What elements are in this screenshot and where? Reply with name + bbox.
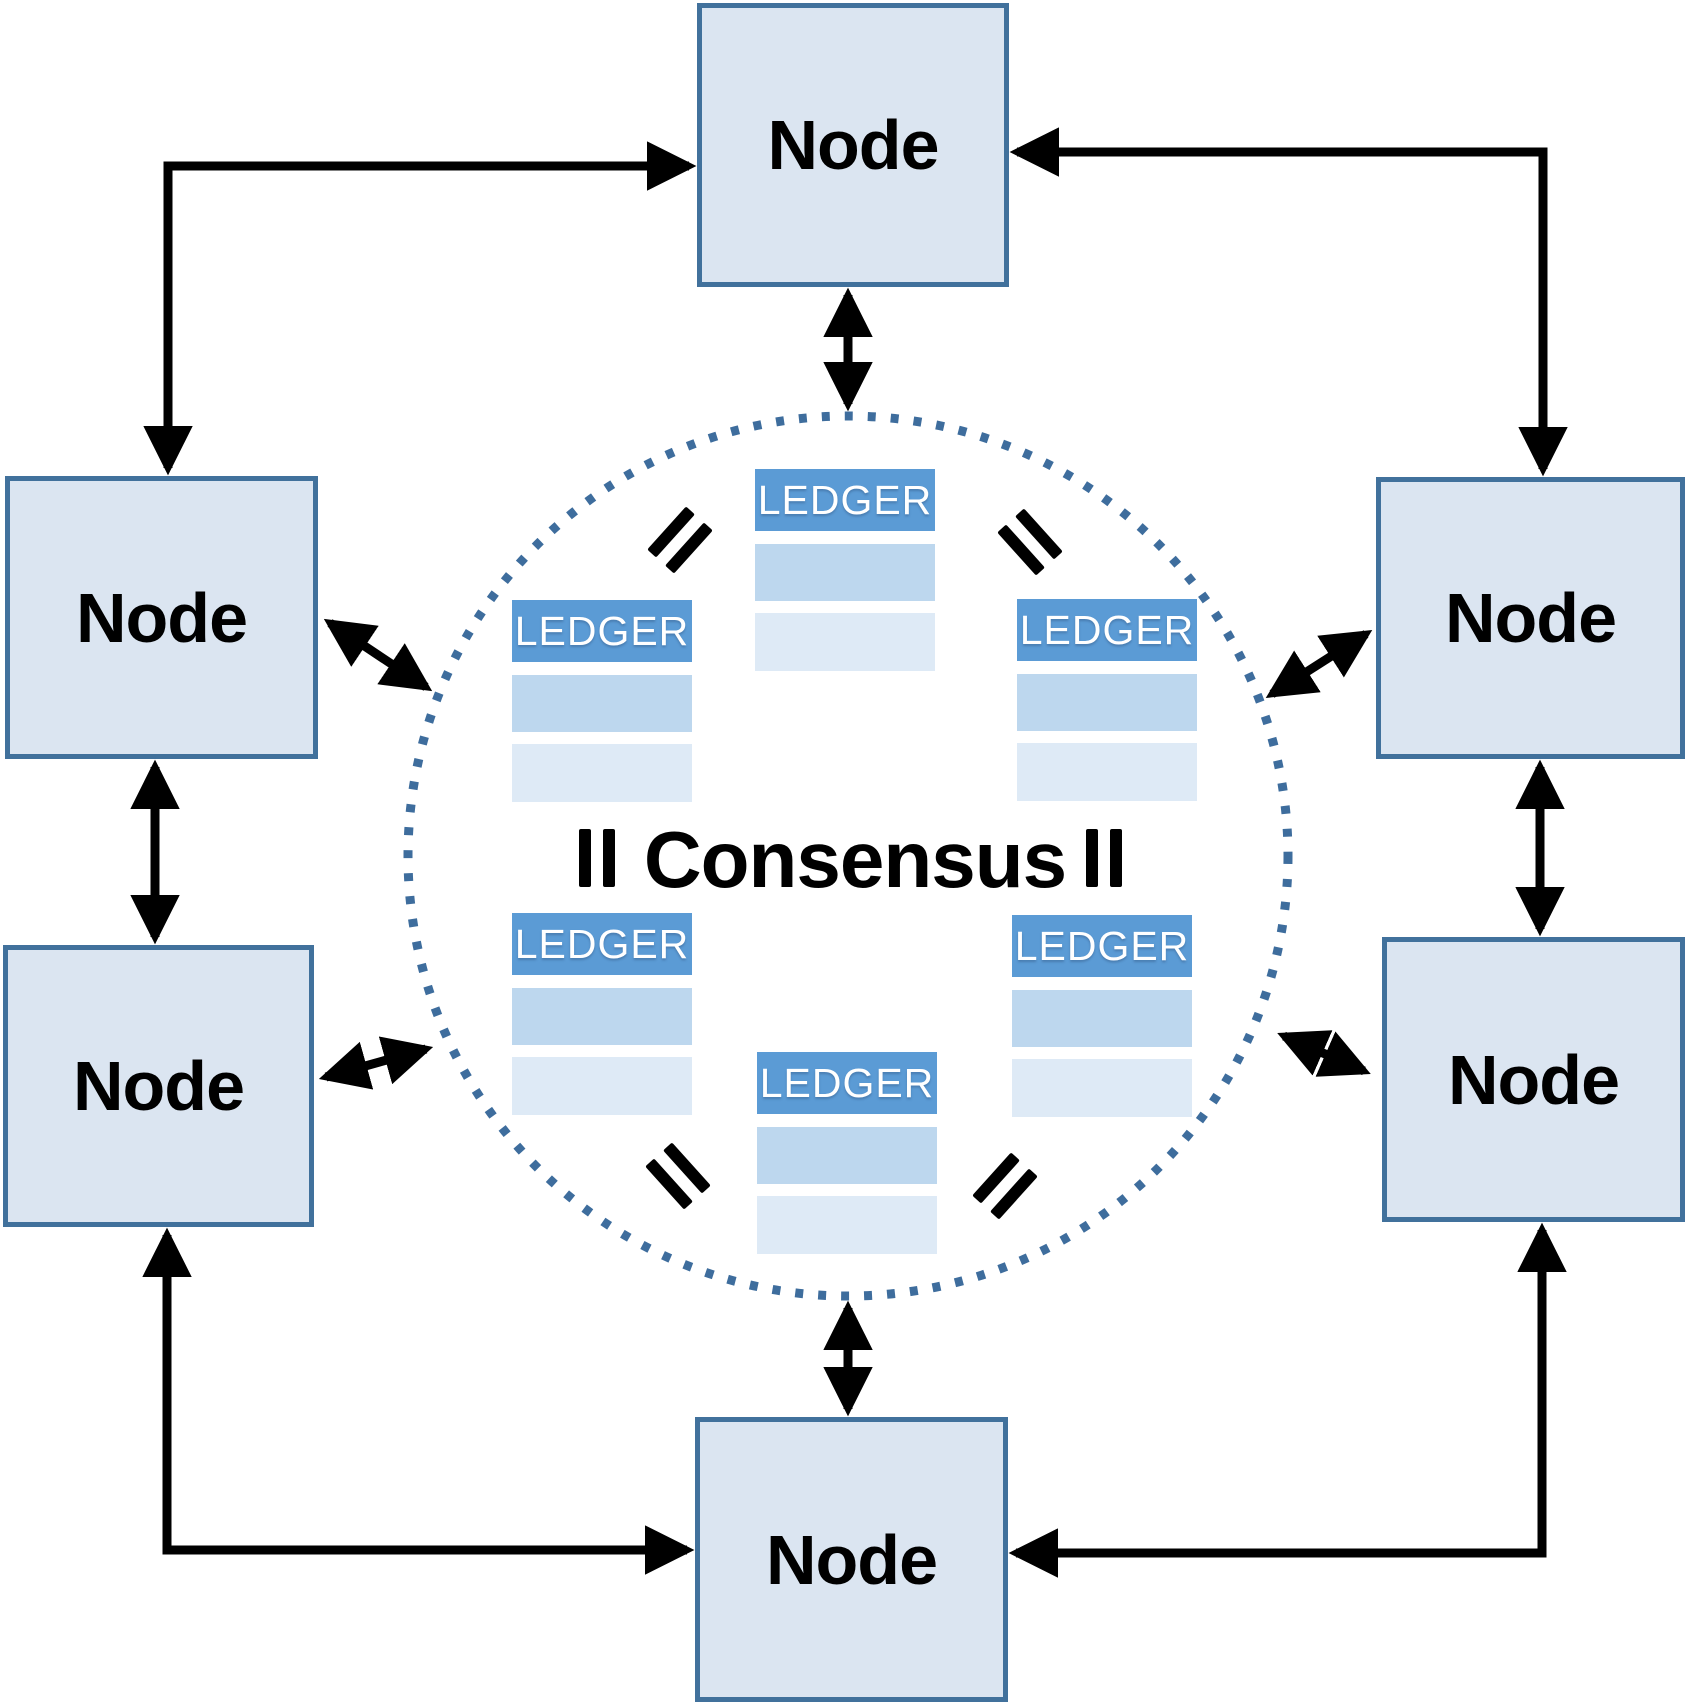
ledger-block-upper-left: LEDGER (512, 600, 692, 802)
node-label: Node (1445, 579, 1617, 657)
ledger-block-lower-left: LEDGER (512, 913, 692, 1115)
equals-bar (1086, 829, 1098, 887)
node-box-upper-right: Node (1376, 477, 1685, 759)
ledger-row (757, 1196, 937, 1254)
ledger-title: LEDGER (755, 469, 935, 531)
node-box-upper-left: Node (5, 476, 318, 759)
ledger-row (757, 1127, 937, 1184)
equals-bar (1110, 829, 1122, 887)
arrow-bottom-left-elbow (142, 1227, 695, 1575)
ledger-block-upper-right: LEDGER (1017, 599, 1197, 801)
ledger-title: LEDGER (757, 1052, 937, 1114)
ledger-row (1012, 1059, 1192, 1117)
arrow-top-left-elbow (143, 141, 697, 476)
ledger-row (1017, 743, 1197, 801)
arrow-top-right-elbow (1009, 127, 1568, 477)
node-box-top: Node (697, 3, 1009, 287)
node-box-lower-left: Node (3, 945, 314, 1227)
ledger-row (512, 988, 692, 1045)
ledger-row (512, 1057, 692, 1115)
ledger-title: LEDGER (1017, 599, 1197, 661)
arrow-upper-right-diagonal (1265, 630, 1373, 698)
ledger-row (755, 613, 935, 671)
node-label: Node (767, 106, 940, 184)
ledger-block-bottom-center: LEDGER (757, 1052, 937, 1254)
ledger-title: LEDGER (512, 913, 692, 975)
arrow-bottom-right-elbow (1008, 1222, 1567, 1578)
arrow-upper-left-diagonal (323, 618, 433, 692)
ledger-block-lower-right: LEDGER (1012, 915, 1192, 1117)
ledger-row (755, 544, 935, 601)
arrow-lower-left-diagonal (318, 1036, 434, 1090)
consensus-circle (403, 411, 1293, 1301)
ledger-title: LEDGER (1012, 915, 1192, 977)
node-box-bottom: Node (695, 1417, 1008, 1702)
node-label: Node (73, 1047, 245, 1125)
ledger-row (512, 744, 692, 802)
ledger-row (1017, 674, 1197, 731)
consensus-label: Consensus (643, 814, 1067, 904)
ledger-row (512, 675, 692, 732)
equals-bar (579, 829, 591, 887)
equals-icon (579, 829, 615, 887)
node-label: Node (76, 578, 248, 657)
ledger-row (1012, 990, 1192, 1047)
equals-bar (603, 829, 615, 887)
ledger-title: LEDGER (512, 600, 692, 662)
node-box-lower-right: Node (1382, 937, 1685, 1222)
node-label: Node (1448, 1040, 1620, 1119)
arrow-lower-right-diagonal (1277, 1030, 1371, 1077)
equals-icon (1086, 829, 1122, 887)
ledger-block-top-center: LEDGER (755, 469, 935, 671)
node-label: Node (766, 1520, 938, 1599)
